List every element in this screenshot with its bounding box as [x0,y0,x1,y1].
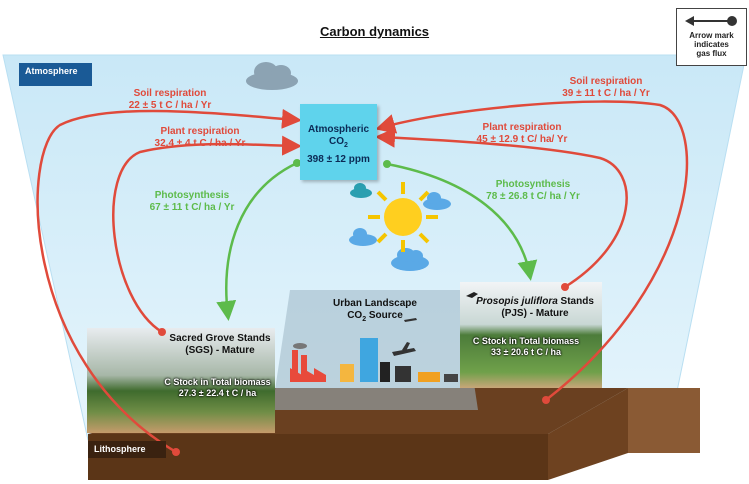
atmosphere-label: Atmosphere [19,63,92,86]
co2-concentration-value: 398 ± 12 ppm [307,154,370,165]
urban-landscape-label: Urban Landscape CO2 Source [333,298,417,323]
left-plant-respiration-arrow [112,135,302,334]
sgs-photo [87,328,275,433]
right-plant-respiration-arrow [375,127,628,289]
pjs-stand-label: Prosopis juliflora Stands (PJS) - Mature [476,296,594,319]
legend-arrow-icon [685,16,737,26]
right-photosynthesis-arrow [386,162,538,281]
right-photosynthesis-label: Photosynthesis 78 ± 26.8 t C/ ha / Yr [486,179,580,202]
legend-line-3: gas flux [696,49,727,58]
atmospheric-co2-box: Atmospheric CO2 398 ± 12 ppm [300,104,377,180]
bird-icon [466,292,478,298]
sgs-carbon-stock: C Stock in Total biomass 27.3 ± 22.4 t C… [164,377,271,398]
right-soil-respiration-arrow [375,100,689,401]
cloud-icon [423,192,451,210]
right-soil-respiration-label: Soil respiration 39 ± 11 t C / ha / Yr [562,76,650,99]
left-photosynthesis-label: Photosynthesis 67 ± 11 t C/ ha / Yr [149,190,235,213]
left-soil-respiration-arrow [36,108,302,454]
airplane-icon [392,318,417,356]
cloud-icon [349,228,377,246]
co2-box-line-2: CO2 [329,136,348,149]
left-plant-respiration-label: Plant respiration 32.4 ± 4 t C / ha / Yr [154,126,246,149]
left-soil-respiration-label: Soil respiration 22 ± 5 t C / ha / Yr [128,88,212,111]
legend-line-1: Arrow mark [689,31,734,40]
legend-line-2: indicates [694,40,729,49]
co2-box-line-1: Atmospheric [307,124,370,135]
pjs-carbon-stock: C Stock in Total biomass 33 ± 20.6 t C /… [472,336,580,357]
cloud-icon [246,62,298,90]
left-photosynthesis-arrow [216,161,298,321]
soil-side [548,388,628,480]
sun-icon [368,182,438,252]
pjs-photo [460,282,602,388]
cloud-icon [350,183,372,198]
right-plant-respiration-label: Plant respiration 45 ± 12.9 t C/ ha/ Yr [476,122,568,145]
lithosphere-label: Lithosphere [88,441,166,458]
diagram-title: Carbon dynamics [319,24,430,39]
sgs-stand-label: Sacred Grove Stands (SGS) - Mature [169,333,271,356]
legend-box: Arrow mark indicates gas flux [676,8,747,66]
factory-icon [290,338,458,382]
soil-right-face [628,388,700,453]
